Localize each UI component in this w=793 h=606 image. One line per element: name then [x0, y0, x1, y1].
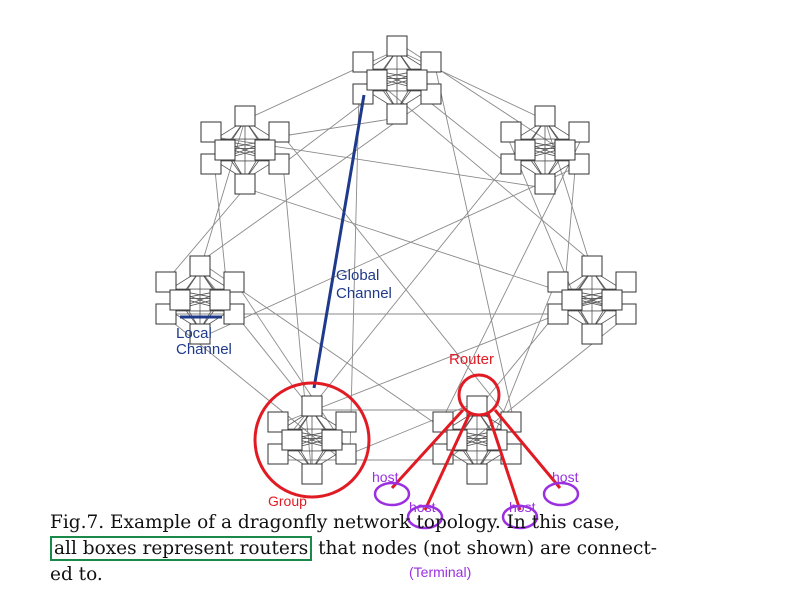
router-box [234, 173, 256, 195]
global-link [358, 65, 593, 263]
router-box [301, 463, 323, 485]
global-channel-label: Global Channel [336, 267, 392, 302]
global-link [274, 99, 368, 171]
group-label: Group [268, 493, 307, 509]
global-link [282, 135, 516, 427]
router-host-link [486, 412, 522, 511]
router-group [200, 105, 290, 195]
host-label-2: host [409, 499, 436, 515]
router-box [155, 271, 177, 293]
router-box [500, 411, 522, 433]
router-box [169, 289, 191, 311]
router-group [432, 395, 522, 485]
global-link [282, 117, 398, 137]
router-box [534, 173, 556, 195]
router-box [335, 411, 357, 433]
global-link [282, 163, 313, 479]
router-box [214, 139, 236, 161]
caption-highlight: all boxes represent routers [50, 536, 313, 561]
global-link [438, 135, 584, 427]
caption-line-3: ed to. [50, 564, 103, 585]
host-label-1: host [372, 469, 399, 485]
router-box [534, 105, 556, 127]
router-box [366, 69, 388, 91]
host-ellipse [373, 481, 411, 507]
host-ellipse [542, 481, 580, 507]
router-label: Router [449, 351, 495, 368]
router-box [406, 69, 428, 91]
router-box [547, 271, 569, 293]
router-box [568, 121, 590, 143]
router-box [561, 289, 583, 311]
router-box [189, 323, 211, 345]
router-box [281, 429, 303, 451]
global-link [199, 163, 584, 339]
global-channel-line [312, 94, 366, 389]
host-ellipse [406, 504, 444, 530]
router-box [200, 121, 222, 143]
router-group [155, 255, 245, 345]
router-box [581, 255, 603, 277]
router-box [254, 139, 276, 161]
global-link [161, 187, 246, 287]
caption-line-2: all boxes represent routers that nodes (… [50, 536, 750, 562]
router-group [352, 35, 442, 125]
terminal-label: (Terminal) [409, 564, 472, 580]
router-box [581, 323, 603, 345]
router-box [386, 35, 408, 57]
host-ellipse [501, 504, 539, 530]
router-circle [457, 373, 501, 417]
router-box [514, 139, 536, 161]
router-groups [155, 35, 637, 485]
global-link [434, 65, 516, 427]
router-group [500, 105, 590, 195]
router-box [268, 121, 290, 143]
router-box [432, 411, 454, 433]
router-host-link [390, 408, 465, 490]
router-box [352, 51, 374, 73]
figure-caption: Fig.7. Example of a dragonfly network to… [50, 510, 750, 588]
router-group [547, 255, 637, 345]
router-group [267, 395, 357, 485]
host-label-3: host [509, 499, 536, 515]
router-box [301, 395, 323, 417]
router-box [554, 139, 576, 161]
router-box [601, 289, 623, 311]
global-link [199, 119, 246, 271]
router-box [223, 271, 245, 293]
router-box [615, 271, 637, 293]
router-box [189, 255, 211, 277]
group-circle [253, 381, 371, 499]
router-host-link [423, 412, 472, 511]
global-link [544, 119, 593, 271]
router-box [466, 463, 488, 485]
router-box [386, 103, 408, 125]
global-link [426, 99, 516, 171]
global-link [349, 93, 360, 455]
router-box [500, 121, 522, 143]
router-box [209, 289, 231, 311]
router-host-link [493, 409, 562, 489]
local-channel-label: Local Channel [176, 325, 232, 358]
router-box [321, 429, 343, 451]
global-link [349, 401, 478, 455]
annotations [180, 94, 580, 530]
router-box [420, 51, 442, 73]
caption-line-1: Fig.7. Example of a dragonfly network to… [50, 512, 621, 533]
global-link [237, 285, 351, 455]
caption-suffix: that nodes (not shown) are connect- [312, 538, 658, 559]
router-box [267, 411, 289, 433]
router-box [234, 105, 256, 127]
host-label-4: host [552, 469, 579, 485]
